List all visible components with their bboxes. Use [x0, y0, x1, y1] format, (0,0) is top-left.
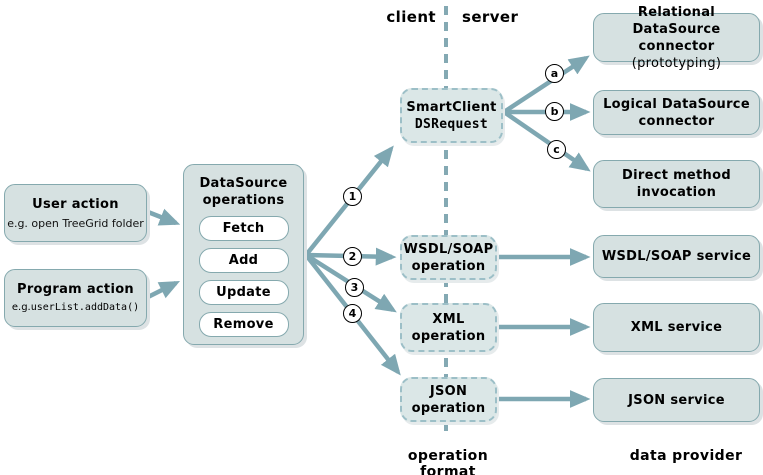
json-operation-line1: JSON — [429, 383, 468, 399]
marker-a: a — [545, 64, 564, 83]
program-action-eg: e.g. — [11, 302, 31, 313]
arrow-program-action-to-datasource — [146, 280, 181, 300]
relational-line1: Relational DataSource — [632, 4, 721, 37]
wsdl-operation-line2: operation — [411, 258, 486, 274]
json-service-label: JSON service — [628, 392, 725, 408]
server-zone-label: server — [462, 8, 519, 26]
wsdl-soap-operation-box: WSDL/SOAP operation — [400, 235, 497, 280]
operation-format-label: operation format — [407, 448, 489, 475]
relational-prototyping: (prototyping) — [631, 55, 722, 71]
logical-connector-box: Logical DataSource connector — [593, 90, 760, 135]
marker-4: 4 — [343, 304, 362, 323]
logical-line1: Logical DataSource — [603, 96, 750, 112]
marker-c: c — [547, 140, 566, 159]
xml-service-box: XML service — [593, 303, 760, 352]
user-action-subtitle: e.g. open TreeGrid folder — [7, 216, 144, 230]
xml-operation-line1: XML — [432, 311, 465, 327]
wsdl-soap-service-box: WSDL/SOAP service — [593, 235, 760, 278]
datasource-title-line1: DataSource — [199, 176, 288, 191]
relational-connector-box: Relational DataSource connector (prototy… — [593, 5, 760, 71]
xml-operation-box: XML operation — [400, 303, 497, 352]
client-zone-label: client — [386, 8, 436, 26]
xml-operation-line2: operation — [411, 328, 486, 344]
datasource-operations-title: DataSource operations — [199, 175, 287, 209]
arrow-smartclient-to-relational — [502, 55, 590, 114]
operation-pill-remove[interactable]: Remove — [198, 312, 289, 337]
smartclient-label: SmartClient — [406, 99, 497, 115]
xml-service-label: XML service — [630, 320, 723, 335]
operation-pill-fetch[interactable]: Fetch — [198, 216, 289, 241]
direct-method-box: Direct method invocation — [593, 160, 760, 208]
marker-1: 1 — [343, 187, 362, 206]
marker-2: 2 — [343, 247, 362, 266]
marker-b: b — [545, 102, 564, 121]
datasource-title-line2: operations — [202, 193, 285, 208]
logical-line2: connector — [638, 113, 715, 129]
relational-line2: connector (prototyping) — [594, 38, 759, 72]
direct-line1: Direct method — [622, 168, 731, 183]
program-action-subtitle: e.g.userList.addData() — [12, 301, 139, 315]
data-provider-label: data provider — [629, 448, 743, 464]
json-service-box: JSON service — [593, 378, 760, 422]
user-action-title: User action — [32, 196, 119, 212]
wsdl-service-label: WSDL/SOAP service — [601, 249, 752, 264]
wsdl-operation-line1: WSDL/SOAP — [403, 241, 494, 257]
direct-line2: invocation — [636, 185, 717, 200]
dsrequest-label: DSRequest — [414, 116, 489, 132]
operation-pill-update[interactable]: Update — [198, 280, 289, 305]
smartclient-dsrequest-box: SmartClient DSRequest — [400, 88, 503, 143]
datasource-operations-box: DataSource operations Fetch Add Update R… — [183, 164, 304, 345]
relational-connector-bold: connector — [638, 38, 715, 54]
arrow-smartclient-to-direct — [502, 110, 591, 172]
json-operation-line2: operation — [411, 400, 486, 416]
program-action-box: Program action e.g.userList.addData() — [4, 269, 147, 327]
user-action-box: User action e.g. open TreeGrid folder — [4, 184, 147, 242]
program-action-title: Program action — [17, 282, 134, 297]
arrow-user-action-to-datasource — [147, 208, 181, 226]
operation-pill-add[interactable]: Add — [198, 248, 289, 273]
json-operation-box: JSON operation — [400, 377, 497, 422]
marker-3: 3 — [345, 278, 364, 297]
program-action-code: userList.addData() — [30, 302, 140, 313]
